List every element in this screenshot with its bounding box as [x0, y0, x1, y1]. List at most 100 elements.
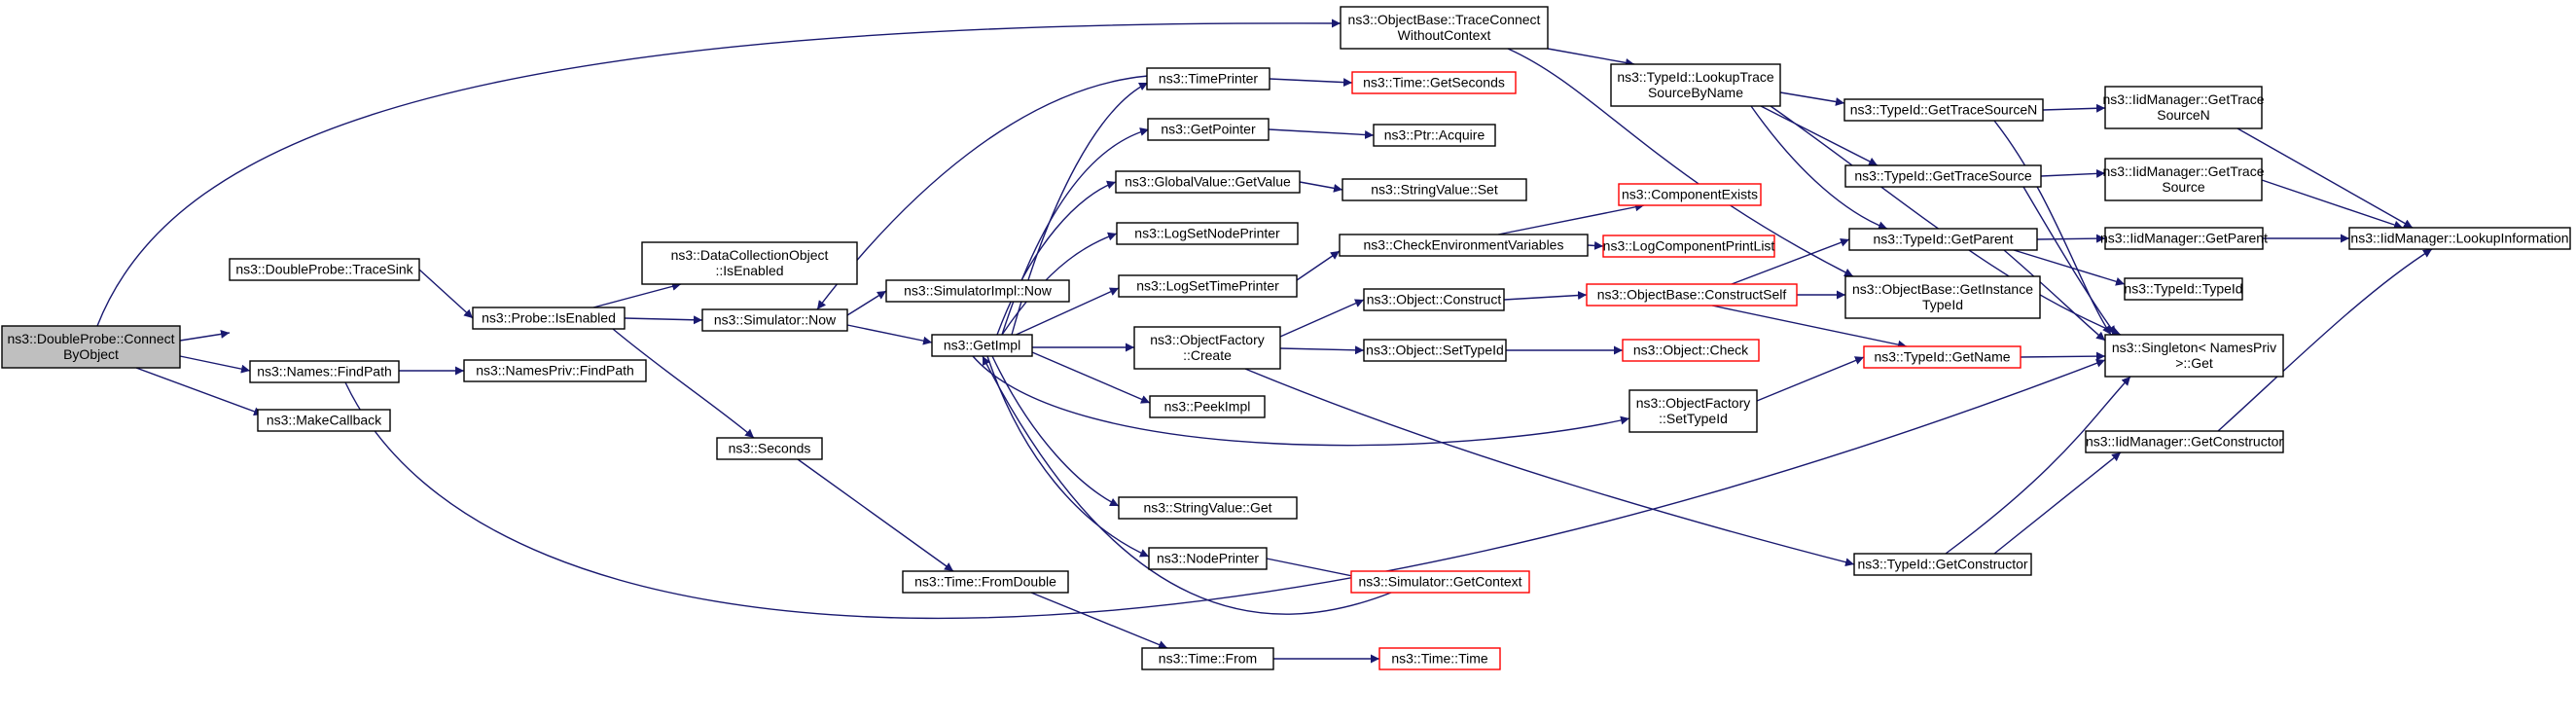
- node-ns3-iidmanager-gettrace-sourcen[interactable]: ns3::IidManager::GetTraceSourceN: [2102, 86, 2265, 129]
- edge-n11-n21: [986, 355, 1150, 558]
- node-ns3-getpointer[interactable]: ns3::GetPointer: [1147, 118, 1270, 141]
- node-label: ns3::SimulatorImpl::Now: [904, 283, 1053, 299]
- node-label: SourceN: [2157, 107, 2209, 123]
- edge-n11-n16: [1001, 232, 1118, 336]
- node-label: ns3::ObjectBase::ConstructSelf: [1597, 287, 1787, 303]
- node-label: ns3::Object::Check: [1633, 343, 1749, 358]
- node-ns3-componentexists[interactable]: ns3::ComponentExists: [1618, 183, 1762, 206]
- node-ns3-stringvalue-set[interactable]: ns3::StringValue::Set: [1342, 178, 1527, 201]
- node-ns3-nodeprinter[interactable]: ns3::NodePrinter: [1148, 547, 1268, 570]
- node-ns3-singleton-namespriv-get[interactable]: ns3::Singleton< NamesPriv >::Get: [2104, 334, 2284, 378]
- node-ns3-objectbase-traceconnect-withoutcontext[interactable]: ns3::ObjectBase::TraceConnectWithoutCont…: [1340, 6, 1549, 50]
- node-ns3-datacollectionobject-isenabled[interactable]: ns3::DataCollectionObject::IsEnabled: [641, 241, 858, 285]
- edge-n8-n11: [846, 324, 933, 345]
- edge-n9-n12: [797, 458, 954, 572]
- node-label: ns3::TimePrinter: [1159, 71, 1259, 87]
- node-ns3-typeid-gettracesource[interactable]: ns3::TypeId::GetTraceSource: [1844, 164, 2042, 188]
- node-ns3-time-from[interactable]: ns3::Time::From: [1141, 647, 1274, 670]
- node-ns3-object-check[interactable]: ns3::Object::Check: [1622, 339, 1760, 362]
- edge-n48-n49: [2217, 248, 2433, 432]
- node-label: ns3::TypeId::GetConstructor: [1857, 557, 2027, 572]
- node-ns3-iidmanager-lookupinformation[interactable]: ns3::IidManager::LookupInformation: [2348, 227, 2571, 250]
- node-box: [1340, 6, 1549, 50]
- node-ns3-simulator-now[interactable]: ns3::Simulator::Now: [701, 308, 848, 332]
- edge-n0-n1: [179, 329, 231, 342]
- node-box: [1116, 222, 1299, 245]
- node-ns3-globalvalue-getvalue[interactable]: ns3::GlobalValue::GetValue: [1115, 170, 1301, 194]
- node-label: ns3::Simulator::GetContext: [1358, 574, 1521, 590]
- node-ns3-typeid-getparent[interactable]: ns3::TypeId::GetParent: [1848, 228, 2038, 251]
- node-ns3-makecallback[interactable]: ns3::MakeCallback: [257, 409, 391, 432]
- node-ns3-time-fromdouble[interactable]: ns3::Time::FromDouble: [902, 570, 1069, 594]
- node-ns3-iidmanager-gettrace-source[interactable]: ns3::IidManager::GetTraceSource: [2102, 158, 2265, 201]
- node-label: ns3::Object::Construct: [1367, 292, 1502, 307]
- node-ns3-stringvalue-get[interactable]: ns3::StringValue::Get: [1118, 496, 1298, 520]
- node-label: ns3::DataCollectionObject: [671, 247, 829, 263]
- node-ns3-typeid-gettracesourcen[interactable]: ns3::TypeId::GetTraceSourceN: [1843, 98, 2044, 122]
- node-label: ns3::LogSetTimePrinter: [1136, 278, 1279, 294]
- edge-n41-n47: [2020, 351, 2106, 361]
- node-ns3-names-findpath[interactable]: ns3::Names::FindPath: [249, 360, 400, 383]
- node-ns3-logsettimeprinter[interactable]: ns3::LogSetTimePrinter: [1118, 274, 1298, 298]
- node-ns3-simulatorimpl-now[interactable]: ns3::SimulatorImpl::Now: [885, 279, 1070, 303]
- node-ns3-object-construct[interactable]: ns3::Object::Construct: [1363, 288, 1505, 311]
- node-ns3-typeid-typeid[interactable]: ns3::TypeId::TypeId: [2124, 277, 2243, 301]
- node-label: ns3::StringValue::Get: [1143, 500, 1271, 516]
- node-ns3-ptr-acquire[interactable]: ns3::Ptr::Acquire: [1373, 124, 1496, 147]
- node-box: [2104, 334, 2284, 378]
- node-ns3-checkenvironmentvariables[interactable]: ns3::CheckEnvironmentVariables: [1339, 234, 1589, 257]
- node-label: ns3::DoubleProbe::TraceSink: [235, 262, 413, 277]
- node-ns3-seconds[interactable]: ns3::Seconds: [716, 437, 823, 460]
- node-label: ns3::IidManager::GetTrace: [2102, 91, 2264, 107]
- edge-n4-n40: [1507, 48, 1854, 277]
- node-ns3-probe-isenabled[interactable]: ns3::Probe::IsEnabled: [472, 307, 626, 330]
- node-ns3-namespriv-findpath[interactable]: ns3::NamesPriv::FindPath: [463, 359, 647, 382]
- node-ns3-typeid-getconstructor[interactable]: ns3::TypeId::GetConstructor: [1853, 553, 2032, 576]
- node-box: [1363, 339, 1507, 362]
- node-label: ns3::LogSetNodePrinter: [1134, 226, 1280, 241]
- edge-n5-n8: [624, 315, 703, 325]
- node-box: [1628, 389, 1758, 433]
- node-box: [1339, 234, 1589, 257]
- node-box: [1602, 235, 1775, 258]
- node-box: [1618, 183, 1762, 206]
- node-ns3-objectfactory-settypeid[interactable]: ns3::ObjectFactory::SetTypeId: [1628, 389, 1758, 433]
- edge-n0-n3: [135, 367, 264, 416]
- node-ns3-timeprinter[interactable]: ns3::TimePrinter: [1146, 67, 1270, 90]
- node-label: ns3::Names::FindPath: [257, 364, 392, 379]
- node-ns3-getimpl[interactable]: ns3::GetImpl: [931, 334, 1033, 357]
- node-box: [1844, 164, 2042, 188]
- node-box: [249, 360, 400, 383]
- node-label: SourceByName: [1648, 85, 1743, 100]
- edge-n31-n39: [1750, 105, 1888, 231]
- edge-n36-n41: [1756, 356, 1865, 402]
- node-ns3-time-time[interactable]: ns3::Time::Time: [1378, 647, 1501, 670]
- node-ns3-typeid-getname[interactable]: ns3::TypeId::GetName: [1863, 345, 2021, 369]
- node-ns3-logcomponentprintlist[interactable]: ns3::LogComponentPrintList: [1602, 235, 1775, 258]
- node-ns3-doubleprobe-tracesink[interactable]: ns3::DoubleProbe::TraceSink: [229, 258, 420, 281]
- edges-layer: [96, 18, 2433, 664]
- node-label: ns3::GlobalValue::GetValue: [1125, 174, 1291, 190]
- node-label: ns3::DoubleProbe::Connect: [8, 331, 175, 346]
- node-box: [1844, 275, 2041, 319]
- node-ns3-objectbase-constructself[interactable]: ns3::ObjectBase::ConstructSelf: [1586, 283, 1798, 307]
- node-ns3-logsetnodeprinter[interactable]: ns3::LogSetNodePrinter: [1116, 222, 1299, 245]
- node-ns3-objectfactory-create[interactable]: ns3::ObjectFactory::Create: [1133, 326, 1281, 370]
- node-label: ::SetTypeId: [1659, 411, 1728, 426]
- node-ns3-peekimpl[interactable]: ns3::PeekImpl: [1149, 395, 1266, 418]
- node-label: TypeId: [1922, 297, 1963, 312]
- node-label: ns3::ObjectFactory: [1150, 332, 1265, 347]
- node-box: [931, 334, 1033, 357]
- node-ns3-iidmanager-getparent[interactable]: ns3::IidManager::GetParent: [2100, 227, 2268, 250]
- node-ns3-simulator-getcontext[interactable]: ns3::Simulator::GetContext: [1350, 570, 1530, 594]
- node-box: [1378, 647, 1501, 670]
- node-ns3-time-getseconds[interactable]: ns3::Time::GetSeconds: [1351, 71, 1517, 94]
- node-label: ns3::ObjectBase::TraceConnect: [1348, 12, 1541, 27]
- node-ns3-iidmanager-getconstructor[interactable]: ns3::IidManager::GetConstructor: [2085, 430, 2284, 453]
- node-ns3-object-settypeid[interactable]: ns3::Object::SetTypeId: [1363, 339, 1507, 362]
- edge-n18-n28: [1279, 345, 1365, 355]
- node-label: ns3::IidManager::GetParent: [2100, 231, 2268, 246]
